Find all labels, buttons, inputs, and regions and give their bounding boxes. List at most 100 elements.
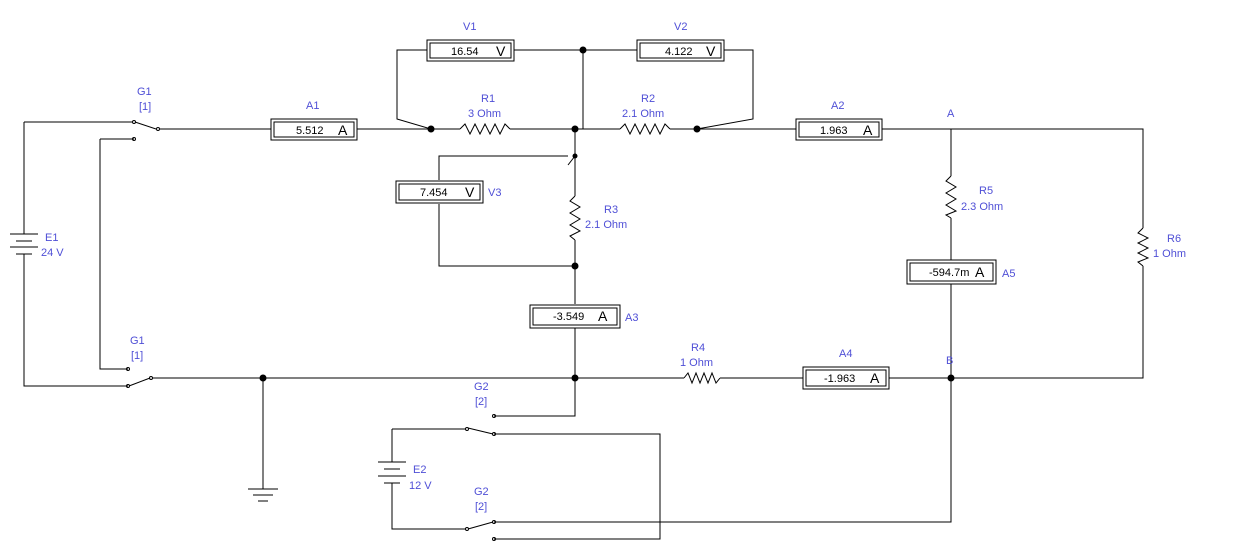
resistor-value: 2.3 Ohm bbox=[961, 201, 1003, 213]
resistor-r6[interactable]: R6 1 Ohm bbox=[1136, 227, 1186, 267]
resistor-r5[interactable]: R5 2.3 Ohm bbox=[944, 175, 1003, 219]
source-name: E1 bbox=[45, 232, 58, 244]
meter-name: V1 bbox=[463, 21, 476, 33]
switch-name: G1 bbox=[137, 86, 152, 98]
meter-name: V2 bbox=[674, 21, 687, 33]
voltmeter-v2[interactable]: V2 4.122 V bbox=[636, 21, 725, 62]
switch-key: [1] bbox=[131, 350, 143, 362]
switch-name: G2 bbox=[474, 381, 489, 393]
meter-display bbox=[909, 262, 994, 282]
meter-reading: -1.963 bbox=[824, 373, 855, 385]
voltmeter-v3[interactable]: 7.454 V V3 bbox=[395, 180, 501, 204]
junction-dot bbox=[259, 374, 267, 382]
ammeter-a1[interactable]: A1 5.512 A bbox=[270, 100, 358, 141]
resistor-icon bbox=[1136, 227, 1150, 267]
resistor-name: R4 bbox=[691, 342, 705, 354]
battery-icon bbox=[378, 461, 406, 496]
meter-name: A5 bbox=[1002, 268, 1015, 280]
resistor-icon bbox=[944, 175, 958, 219]
junction-dot bbox=[572, 153, 578, 159]
meter-reading: -594.7m bbox=[929, 267, 969, 279]
switch-key: [2] bbox=[475, 396, 487, 408]
switch-icon bbox=[465, 414, 496, 436]
resistor-name: R3 bbox=[604, 204, 618, 216]
voltage-source-e1[interactable]: E1 24 V bbox=[10, 232, 64, 259]
resistor-icon bbox=[569, 195, 582, 241]
switch-g2-top[interactable]: G2 [2] bbox=[465, 381, 496, 436]
resistor-r4[interactable]: R4 1 Ohm bbox=[680, 342, 721, 385]
switch-key: [1] bbox=[139, 101, 151, 113]
junction-dot bbox=[571, 125, 579, 133]
resistor-value: 2.1 Ohm bbox=[622, 108, 664, 120]
voltage-source-e2[interactable]: E2 12 V bbox=[378, 461, 432, 496]
resistor-r3[interactable]: R3 2.1 Ohm bbox=[569, 195, 627, 241]
voltmeter-v1[interactable]: V1 16.54 V bbox=[426, 21, 515, 62]
junction-dot bbox=[427, 125, 435, 133]
meter-reading: -3.549 bbox=[553, 311, 584, 323]
junction-dot bbox=[947, 374, 955, 382]
meter-reading: 4.122 bbox=[665, 46, 693, 58]
meter-unit: A bbox=[338, 122, 348, 138]
wires bbox=[23, 49, 1144, 540]
switch-name: G2 bbox=[474, 486, 489, 498]
meter-reading: 1.963 bbox=[820, 125, 848, 137]
resistor-r2[interactable]: R2 2.1 Ohm bbox=[619, 93, 671, 136]
meter-name: A2 bbox=[831, 100, 844, 112]
switch-g2-bottom[interactable]: G2 [2] bbox=[465, 486, 496, 541]
resistor-value: 1 Ohm bbox=[680, 357, 713, 369]
junctions bbox=[259, 46, 955, 382]
source-name: E2 bbox=[413, 464, 426, 476]
meter-unit: V bbox=[706, 43, 716, 59]
meter-display bbox=[805, 369, 887, 387]
resistor-value: 3 Ohm bbox=[468, 108, 501, 120]
meter-unit: A bbox=[863, 122, 873, 138]
meter-display bbox=[398, 183, 481, 201]
resistor-icon bbox=[683, 371, 721, 385]
meter-unit: A bbox=[975, 264, 985, 280]
switch-name: G1 bbox=[130, 335, 145, 347]
junction-dot bbox=[571, 374, 579, 382]
source-value: 12 V bbox=[409, 480, 432, 492]
resistor-value: 2.1 Ohm bbox=[585, 219, 627, 231]
meter-name: V3 bbox=[488, 187, 501, 199]
switch-icon bbox=[465, 520, 496, 541]
resistor-icon bbox=[459, 122, 511, 136]
meter-name: A4 bbox=[839, 348, 852, 360]
switch-icon bbox=[132, 120, 160, 141]
meter-display bbox=[273, 121, 355, 138]
node-label-a: A bbox=[947, 108, 955, 120]
meter-unit: A bbox=[870, 370, 880, 386]
resistor-icon bbox=[619, 122, 671, 136]
switch-icon bbox=[126, 367, 153, 388]
ammeter-a4[interactable]: A4 -1.963 A bbox=[802, 348, 890, 390]
source-value: 24 V bbox=[41, 247, 64, 259]
resistor-value: 1 Ohm bbox=[1153, 248, 1186, 260]
meter-unit: V bbox=[465, 184, 475, 200]
meter-display bbox=[798, 121, 880, 138]
switch-key: [2] bbox=[475, 501, 487, 513]
resistor-name: R6 bbox=[1167, 233, 1181, 245]
ammeter-a2[interactable]: A2 1.963 A bbox=[795, 100, 883, 141]
node-label-b: B bbox=[946, 355, 953, 367]
resistor-name: R2 bbox=[641, 93, 655, 105]
resistor-name: R5 bbox=[979, 185, 993, 197]
resistor-name: R1 bbox=[481, 93, 495, 105]
switch-g1-bottom[interactable]: G1 [1] bbox=[126, 335, 153, 388]
meter-display bbox=[639, 42, 722, 59]
meter-name: A1 bbox=[306, 100, 319, 112]
meter-unit: V bbox=[496, 43, 506, 59]
switch-g1-top[interactable]: G1 [1] bbox=[132, 86, 160, 141]
junction-dot bbox=[579, 46, 587, 54]
battery-icon bbox=[10, 233, 38, 255]
meter-reading: 5.512 bbox=[296, 125, 324, 137]
meter-display bbox=[429, 42, 512, 59]
meter-reading: 7.454 bbox=[420, 187, 448, 199]
junction-dot bbox=[571, 262, 579, 270]
ammeter-a5[interactable]: -594.7m A A5 bbox=[906, 259, 1015, 285]
ground-icon bbox=[248, 488, 278, 502]
meter-display bbox=[532, 307, 618, 326]
ammeter-a3[interactable]: -3.549 A A3 bbox=[529, 304, 638, 329]
junction-dot bbox=[693, 125, 701, 133]
resistor-r1[interactable]: R1 3 Ohm bbox=[459, 93, 511, 136]
meter-reading: 16.54 bbox=[451, 46, 479, 58]
